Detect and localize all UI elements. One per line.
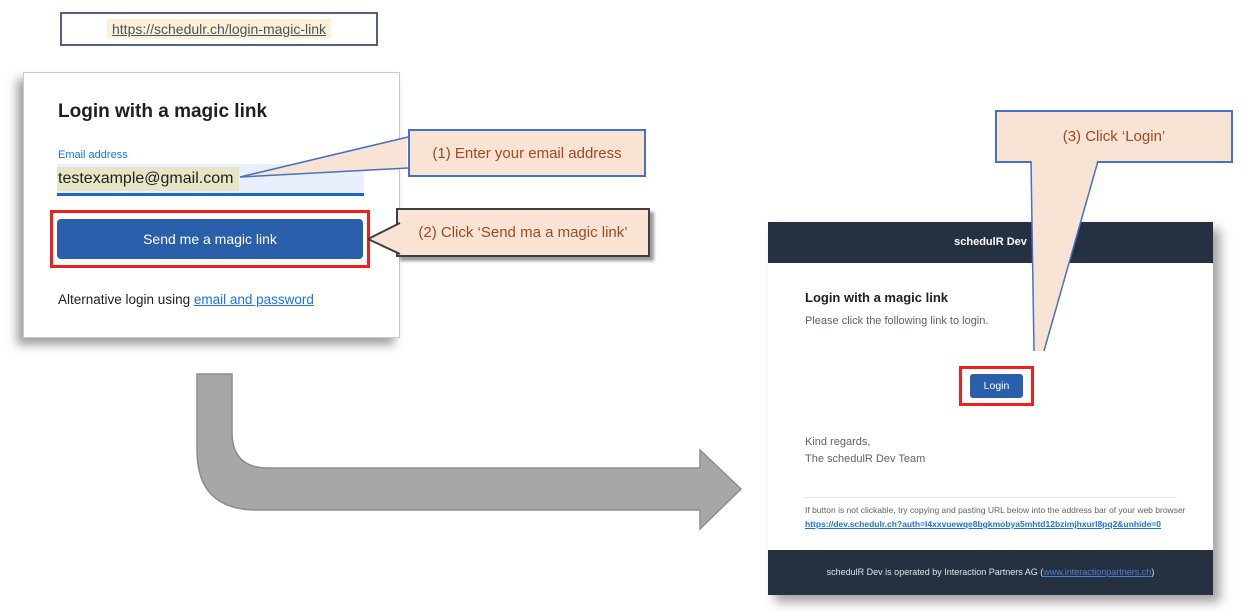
- email-footer: schedulR Dev is operated by Interaction …: [768, 550, 1213, 595]
- email-divider: [804, 497, 1177, 498]
- email-field-label: Email address: [58, 149, 128, 161]
- footer-link[interactable]: www.interactionpartners.ch: [1043, 567, 1152, 577]
- email-title: Login with a magic link: [805, 290, 949, 305]
- login-button[interactable]: Login: [970, 374, 1023, 398]
- fallback-url-link[interactable]: https://dev.schedulr.ch?auth=l4xxvuewqe8…: [805, 519, 1161, 529]
- callout-step1: (1) Enter your email address: [408, 129, 646, 177]
- flow-arrow: [196, 373, 743, 531]
- footer-prefix: schedulR Dev is operated by Interaction …: [826, 567, 1044, 577]
- login-card-title: Login with a magic link: [58, 101, 268, 122]
- email-input-value: testexample@gmail.com: [57, 166, 240, 191]
- footer-suffix: ): [1151, 567, 1155, 577]
- signoff-line1: Kind regards,: [805, 436, 871, 448]
- callout-step3: (3) Click ‘Login’: [995, 110, 1233, 163]
- callout-step2-label: (2) Click ‘Send ma a magic link’: [418, 224, 628, 241]
- url-box: https://schedulr.ch/login-magic-link: [60, 12, 378, 46]
- email-preview: schedulR Dev Login with a magic link Ple…: [768, 222, 1213, 595]
- send-magic-link-button[interactable]: Send me a magic link: [57, 219, 363, 259]
- alt-login-link[interactable]: email and password: [193, 292, 314, 307]
- email-input[interactable]: testexample@gmail.com: [57, 164, 364, 196]
- signoff-line2: The schedulR Dev Team: [805, 453, 926, 466]
- page-url-link[interactable]: https://schedulr.ch/login-magic-link: [107, 19, 331, 39]
- email-signoff: Kind regards, The schedulR Dev Team: [805, 434, 925, 468]
- email-instruction: Please click the following link to login…: [805, 315, 989, 327]
- callout-step1-label: (1) Enter your email address: [432, 144, 622, 162]
- step3-highlight-outline: Login: [959, 366, 1034, 406]
- email-body: Login with a magic link Please click the…: [768, 263, 1213, 550]
- fallback-note: If button is not clickable, try copying …: [805, 505, 1186, 515]
- callout-step2: (2) Click ‘Send ma a magic link’: [396, 208, 650, 257]
- login-card: Login with a magic link Email address te…: [23, 72, 400, 338]
- callout-step3-label: (3) Click ‘Login’: [1062, 128, 1166, 145]
- email-header: schedulR Dev: [768, 222, 1213, 263]
- alt-login-prefix: Alternative login using: [58, 292, 194, 307]
- alt-login-text: Alternative login using email and passwo…: [58, 292, 314, 307]
